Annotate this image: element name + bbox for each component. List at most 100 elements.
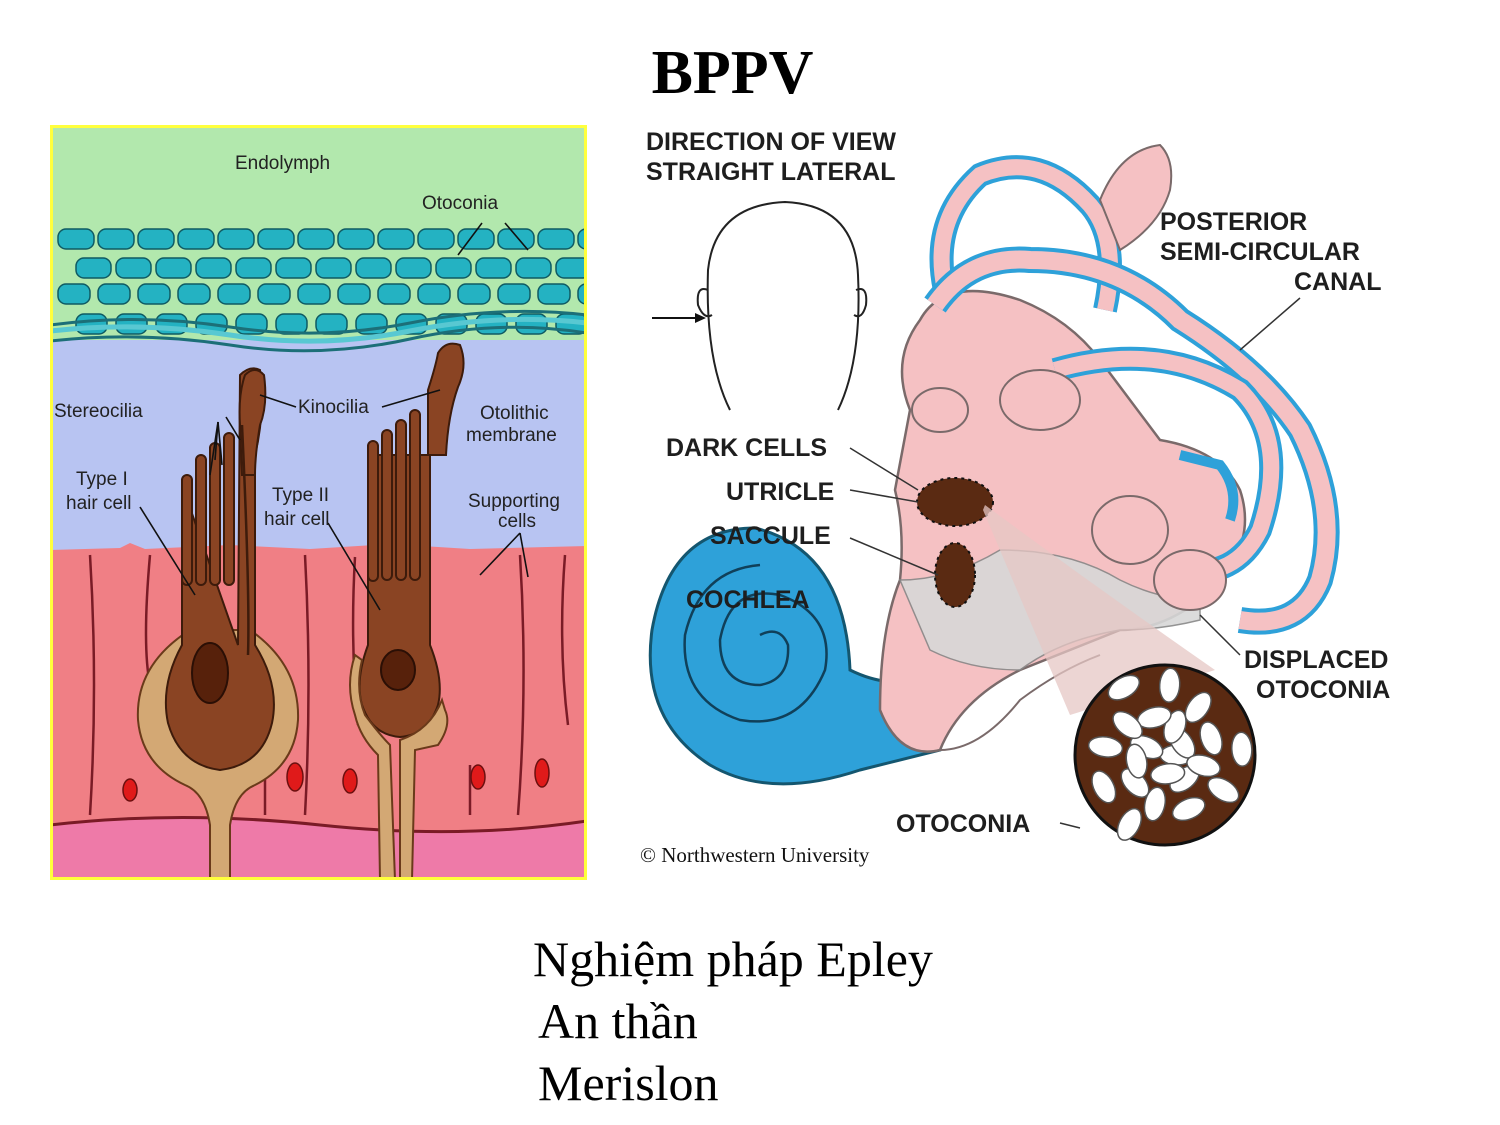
otoconia-crystal: [475, 257, 512, 279]
view-arrow: [652, 313, 706, 323]
otoconia-crystal: [537, 228, 575, 250]
label-displaced-1: DISPLACED: [1244, 646, 1388, 674]
head-outline: [696, 200, 868, 411]
otoconia-crystal: [97, 228, 135, 250]
otoconia-crystal: [435, 257, 472, 279]
basement-membrane: [50, 817, 587, 880]
otoconia-crystal: [497, 283, 531, 305]
otoconia-crystal: [75, 257, 112, 279]
label-direction-1: DIRECTION OF VIEW: [646, 128, 896, 156]
type2-hair-cell: [358, 342, 465, 739]
otoconia-crystal: [1158, 667, 1181, 703]
otoconia-crystal: [115, 257, 152, 279]
otoconia-crystal: [235, 257, 272, 279]
otoconia-crystal: [57, 283, 91, 305]
otoconia-crystal: [555, 257, 592, 279]
otoconia-crystals: [57, 228, 615, 335]
otoconia-crystal: [475, 313, 508, 335]
otoconia-crystal: [195, 257, 232, 279]
label-supporting-1: Supporting: [468, 491, 560, 512]
otoconia-crystal: [417, 228, 455, 250]
utricle: [916, 477, 994, 527]
otoconia-crystal: [497, 228, 535, 250]
otoconia-crystal: [297, 228, 335, 250]
magnification-cone: [983, 505, 1215, 715]
otoconia-crystal: [457, 283, 491, 305]
inner-ear-diagram: DIRECTION OF VIEW STRAIGHT LATERAL POSTE…: [600, 110, 1500, 880]
label-type2-1: Type II: [272, 485, 329, 506]
otoconia-crystal: [297, 283, 331, 305]
label-displaced-2: OTOCONIA: [1256, 676, 1390, 704]
otoconia-crystal: [177, 283, 211, 305]
label-posterior-2: SEMI-CIRCULAR: [1160, 238, 1360, 266]
label-dark-cells: DARK CELLS: [666, 434, 827, 462]
otoconia-crystal: [1199, 721, 1223, 756]
label-utricle: UTRICLE: [726, 478, 834, 506]
otoconia-crystal: [217, 228, 255, 250]
otoconia-crystal: [1091, 770, 1117, 804]
otoconia-crystal: [257, 283, 291, 305]
label-type1-2: hair cell: [66, 493, 131, 514]
otoconia-crystal: [155, 257, 192, 279]
otoconia-crystal: [1125, 743, 1148, 779]
label-type2-2: hair cell: [264, 509, 329, 530]
ear-annotation-lines: [849, 297, 1301, 829]
otoconia-crystal: [1107, 674, 1141, 701]
otoconia-magnified: [1073, 663, 1257, 847]
otoconia-crystal: [1112, 710, 1143, 740]
annotation-lines: [139, 222, 529, 611]
otoconia-crystal: [115, 313, 148, 335]
otoconia-crystal: [1231, 731, 1253, 767]
otoconia-crystal: [395, 257, 432, 279]
ampullae: [911, 369, 1227, 611]
label-otoconia: OTOCONIA: [896, 810, 1030, 838]
copyright-text: © Northwestern University: [640, 843, 870, 867]
otoconia-crystal: [1171, 796, 1206, 822]
otolithic-membrane-region: [50, 340, 587, 555]
label-posterior-1: POSTERIOR: [1160, 208, 1307, 236]
otoconia-crystal: [275, 257, 312, 279]
supporting-cell-nuclei: [122, 758, 550, 802]
otoconia-crystal: [337, 228, 375, 250]
label-supporting-2: cells: [498, 511, 536, 532]
label-direction-2: STRAIGHT LATERAL: [646, 158, 896, 186]
label-kinocilia: Kinocilia: [298, 397, 369, 418]
otoconia-crystal: [137, 228, 175, 250]
hair-cell-diagram: Endolymph Otoconia Stereocilia Kinocilia…: [49, 125, 615, 881]
otoconia-crystal: [315, 257, 352, 279]
label-saccule: SACCULE: [710, 522, 831, 550]
otoconia-crystal: [97, 283, 131, 305]
otoconia-crystal: [1150, 762, 1186, 785]
bullet-merislon: Merislon: [538, 1055, 719, 1111]
label-otolithic-2: membrane: [466, 425, 557, 446]
otoconia-crystal: [377, 228, 415, 250]
label-endolymph: Endolymph: [235, 153, 330, 174]
label-type1-1: Type I: [76, 469, 128, 490]
otoconia-crystal: [537, 283, 571, 305]
otoconia-crystal: [1116, 807, 1143, 841]
label-otolithic-1: Otolithic: [480, 403, 549, 424]
otoconia-crystal: [417, 283, 451, 305]
saccule: [934, 542, 976, 608]
otoconia-crystal: [177, 228, 215, 250]
otoconia-crystal: [217, 283, 251, 305]
bullet-sedative: An thần: [538, 993, 698, 1049]
otoconia-crystal: [377, 283, 411, 305]
otoconia-crystal: [515, 257, 552, 279]
label-otoconia: Otoconia: [422, 193, 498, 214]
label-cochlea: COCHLEA: [686, 586, 810, 614]
otoconia-crystal: [137, 283, 171, 305]
otoconia-crystal: [355, 257, 392, 279]
otoconia-crystal: [337, 283, 371, 305]
label-stereocilia: Stereocilia: [54, 401, 143, 422]
bullet-epley: Nghiệm pháp Epley: [533, 931, 933, 987]
otoconia-crystal: [75, 313, 108, 335]
treatment-list: Nghiệm pháp Epley An thần Merislon: [533, 928, 1133, 1114]
otoconia-crystal: [1087, 735, 1124, 758]
otoconia-crystal: [1184, 691, 1212, 724]
otoconia-crystal: [257, 228, 295, 250]
otoconia-crystal: [57, 228, 95, 250]
cochlea: [648, 526, 958, 786]
slide-title: BPPV: [651, 39, 814, 107]
label-posterior-3: CANAL: [1294, 268, 1382, 296]
